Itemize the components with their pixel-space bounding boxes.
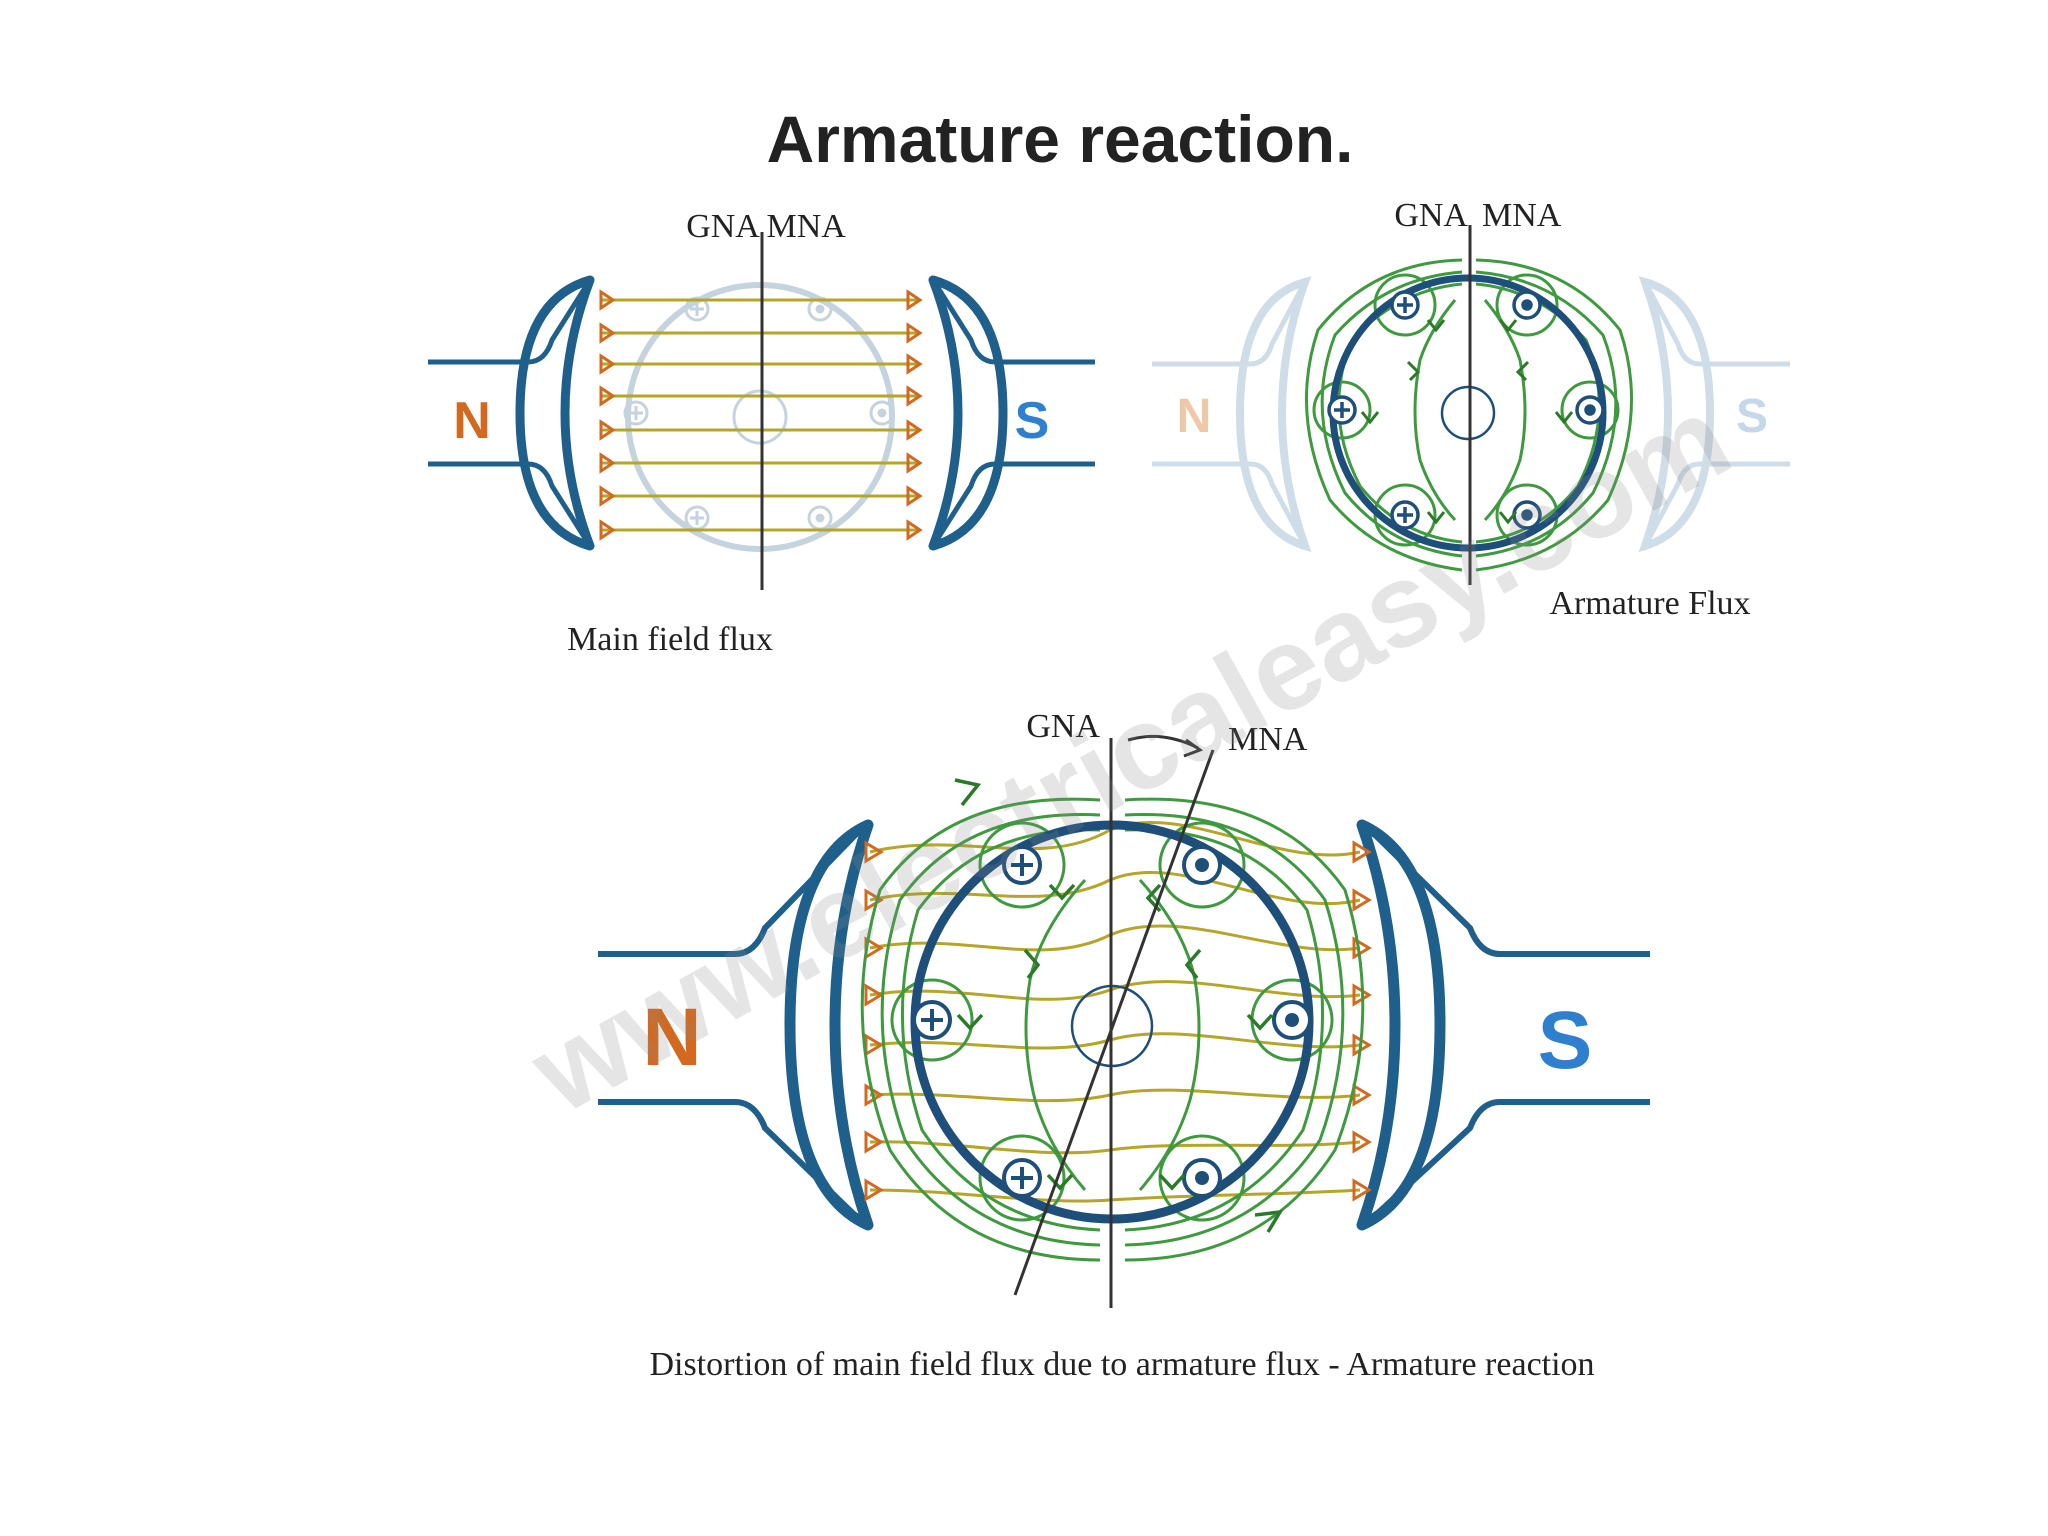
north-pole-faded-label: N bbox=[1177, 390, 1212, 443]
gna-mna-label: GNA MNA bbox=[686, 208, 846, 245]
dot-in-circle-icon bbox=[1182, 1158, 1222, 1198]
flux-direction-arrows bbox=[954, 778, 1284, 1233]
cross-in-circle-icon bbox=[1327, 395, 1357, 425]
shift-arrow-head-icon bbox=[1183, 738, 1204, 758]
gna-label: GNA bbox=[1394, 197, 1468, 234]
page-title: Armature reaction. bbox=[767, 102, 1354, 176]
dot-in-circle-icon bbox=[1182, 845, 1222, 885]
south-pole-faded-label: S bbox=[1736, 390, 1768, 443]
cross-in-circle-icon bbox=[1390, 500, 1420, 530]
mna-axis bbox=[1013, 749, 1215, 1296]
cross-in-circle-icon bbox=[1002, 1158, 1042, 1198]
flux-direction-arrows bbox=[1360, 319, 1574, 525]
north-pole-shoe bbox=[515, 275, 595, 551]
south-pole-label: S bbox=[1015, 392, 1050, 450]
cross-in-circle-icon bbox=[912, 1000, 952, 1040]
north-pole-label: N bbox=[642, 992, 701, 1083]
mna-label: MNA bbox=[1228, 721, 1308, 758]
north-pole-label: N bbox=[453, 392, 491, 450]
cross-in-circle-icon bbox=[1390, 290, 1420, 320]
dot-in-circle-icon bbox=[1512, 290, 1542, 320]
armature-ring-faded bbox=[625, 282, 895, 552]
dot-in-circle-icon bbox=[1575, 395, 1605, 425]
dot-in-circle-icon bbox=[1272, 1000, 1312, 1040]
armature-flux-diagram: N S bbox=[1152, 197, 1790, 622]
armature-flux-caption: Armature Flux bbox=[1549, 585, 1750, 622]
shaft-faded bbox=[732, 389, 788, 445]
main-field-flux-diagram: N S bbox=[428, 208, 1095, 658]
faded-poles bbox=[1152, 276, 1790, 553]
shaft bbox=[1440, 385, 1496, 441]
distortion-caption: Distortion of main field flux due to arm… bbox=[649, 1346, 1594, 1383]
dot-in-circle-icon bbox=[1512, 500, 1542, 530]
south-pole-label: S bbox=[1538, 995, 1593, 1086]
main-flux-lines bbox=[599, 289, 923, 541]
armature-conductors bbox=[912, 845, 1312, 1198]
gna-label: GNA bbox=[1026, 708, 1100, 745]
armature-flux-loops bbox=[1304, 258, 1634, 572]
cross-in-circle-icon bbox=[1002, 845, 1042, 885]
south-pole-shoe bbox=[1356, 819, 1446, 1231]
mna-label: MNA bbox=[1482, 197, 1562, 234]
armature-conductors bbox=[1327, 290, 1605, 530]
north-pole-shoe bbox=[784, 819, 874, 1231]
distortion-diagram: N S bbox=[598, 708, 1650, 1383]
south-pole-shoe bbox=[928, 275, 1008, 551]
main-field-flux-caption: Main field flux bbox=[567, 621, 773, 658]
